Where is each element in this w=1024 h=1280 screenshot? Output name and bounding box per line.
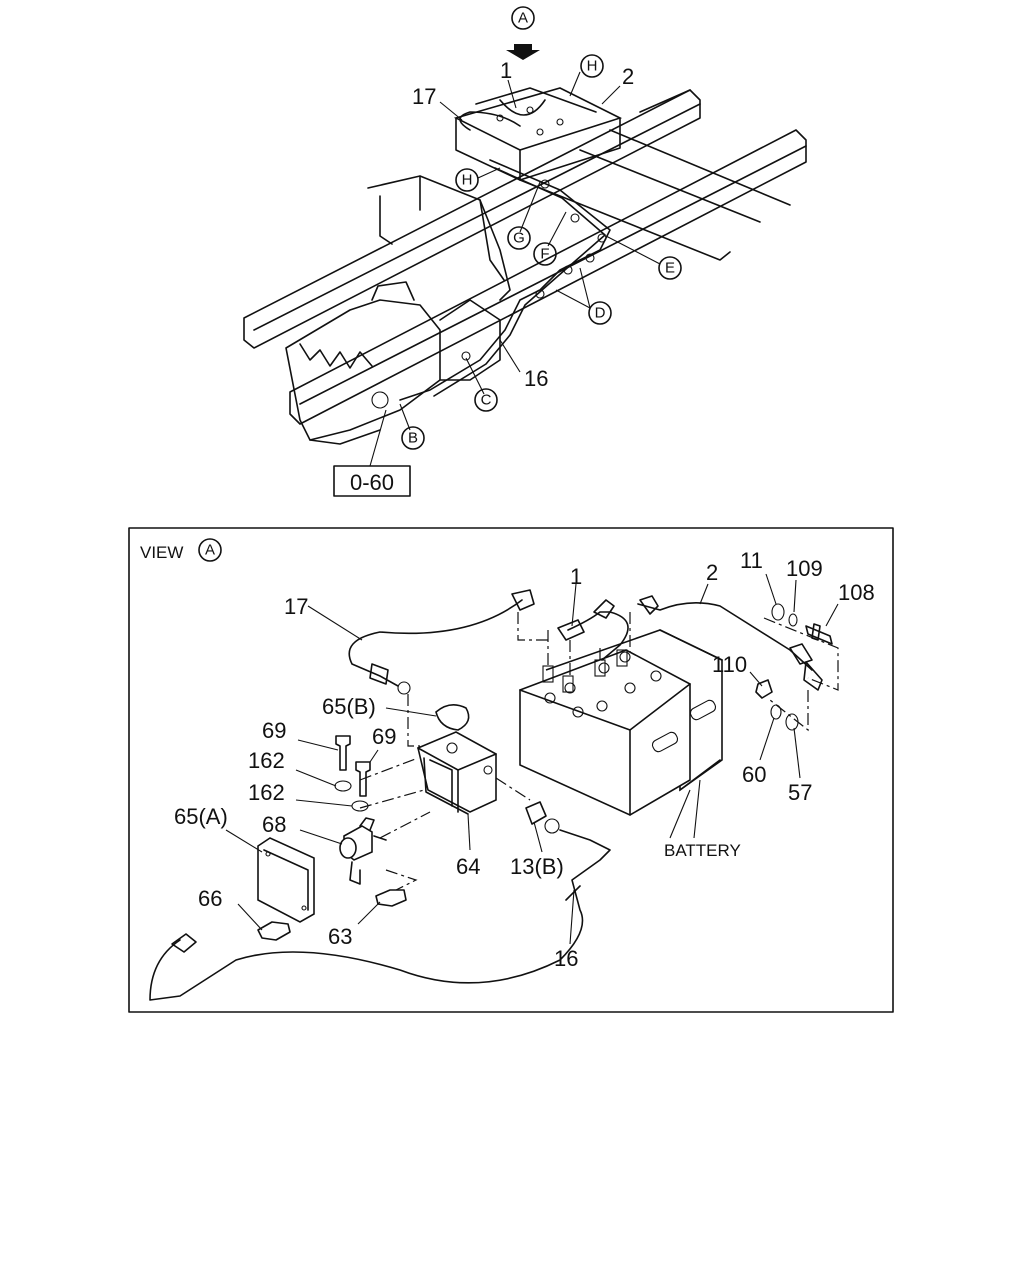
label-11: 11: [740, 548, 763, 573]
top-part-2: 2: [622, 64, 634, 89]
svg-text:H: H: [587, 58, 598, 75]
bolt-66: [257, 921, 291, 941]
svg-text:B: B: [408, 430, 418, 447]
callout-G: G: [507, 226, 531, 250]
callout-C: C: [474, 388, 498, 412]
label-162-upper: 162: [248, 748, 285, 773]
bolt-69-left: [335, 735, 351, 771]
battery-label: BATTERY: [664, 841, 741, 860]
view-a-frame: [128, 527, 894, 1013]
label-66: 66: [198, 886, 222, 911]
label-65a: 65(A): [174, 804, 228, 829]
label-65b: 65(B): [322, 694, 376, 719]
label-57: 57: [788, 780, 812, 805]
bolt-69-right: [355, 761, 371, 797]
label-64: 64: [456, 854, 480, 879]
washer-57: [785, 713, 799, 731]
view-direction-arrow-icon: [506, 44, 540, 60]
washer-11: [771, 603, 785, 621]
label-162-lower: 162: [248, 780, 285, 805]
top-part-1: 1: [500, 58, 512, 83]
switch-box-64: [417, 731, 497, 815]
switch-68: [339, 817, 387, 885]
washer-60: [770, 704, 782, 720]
view-title: VIEW: [140, 543, 183, 562]
svg-text:H: H: [462, 172, 473, 189]
label-17: 17: [284, 594, 308, 619]
label-110: 110: [712, 652, 747, 677]
label-63: 63: [328, 924, 352, 949]
callout-F: F: [533, 242, 557, 266]
view-a-illustration: VIEW A: [140, 538, 875, 1001]
ref-box: [333, 465, 411, 497]
bolt-63: [375, 889, 407, 907]
label-16: 16: [554, 946, 578, 971]
frame-rail-right: [289, 129, 807, 425]
label-109: 109: [786, 556, 823, 581]
view-title-marker: A: [205, 542, 215, 559]
label-2: 2: [706, 560, 718, 585]
cover-65a: [257, 837, 315, 923]
svg-text:D: D: [595, 305, 606, 322]
label-13b: 13(B): [510, 854, 564, 879]
label-69-left: 69: [262, 718, 286, 743]
ref-box-label: 0-60: [350, 470, 394, 495]
top-part-17: 17: [412, 84, 436, 109]
grommet-65b: [435, 704, 470, 731]
view-marker-letter: A: [518, 10, 528, 27]
svg-text:E: E: [665, 260, 675, 277]
label-69-right: 69: [372, 724, 396, 749]
top-part-16: 16: [524, 366, 548, 391]
view-marker-circle: [511, 6, 535, 30]
top-chassis-illustration: A: [243, 6, 807, 497]
callout-H-upper: H: [580, 54, 604, 78]
cable-17: [348, 599, 523, 687]
cable-2: [637, 602, 813, 671]
label-1: 1: [570, 564, 582, 589]
washer-162-upper: [334, 780, 352, 792]
battery-box-top: [453, 87, 623, 151]
bolt-108: [805, 625, 833, 645]
callout-E: E: [658, 256, 682, 280]
svg-text:F: F: [540, 246, 549, 263]
cable-17-top: [459, 111, 521, 131]
washer-109: [788, 613, 798, 627]
svg-text:C: C: [481, 392, 492, 409]
svg-text:G: G: [513, 230, 525, 247]
callout-H-lower: H: [455, 168, 479, 192]
grommet-13b: [525, 801, 547, 825]
nut-110: [755, 679, 773, 699]
cable-16: [149, 829, 611, 1001]
label-60: 60: [742, 762, 766, 787]
battery-pair: [519, 629, 723, 816]
callout-D: D: [588, 301, 612, 325]
label-68: 68: [262, 812, 286, 837]
callout-B: B: [401, 426, 425, 450]
label-108: 108: [838, 580, 875, 605]
